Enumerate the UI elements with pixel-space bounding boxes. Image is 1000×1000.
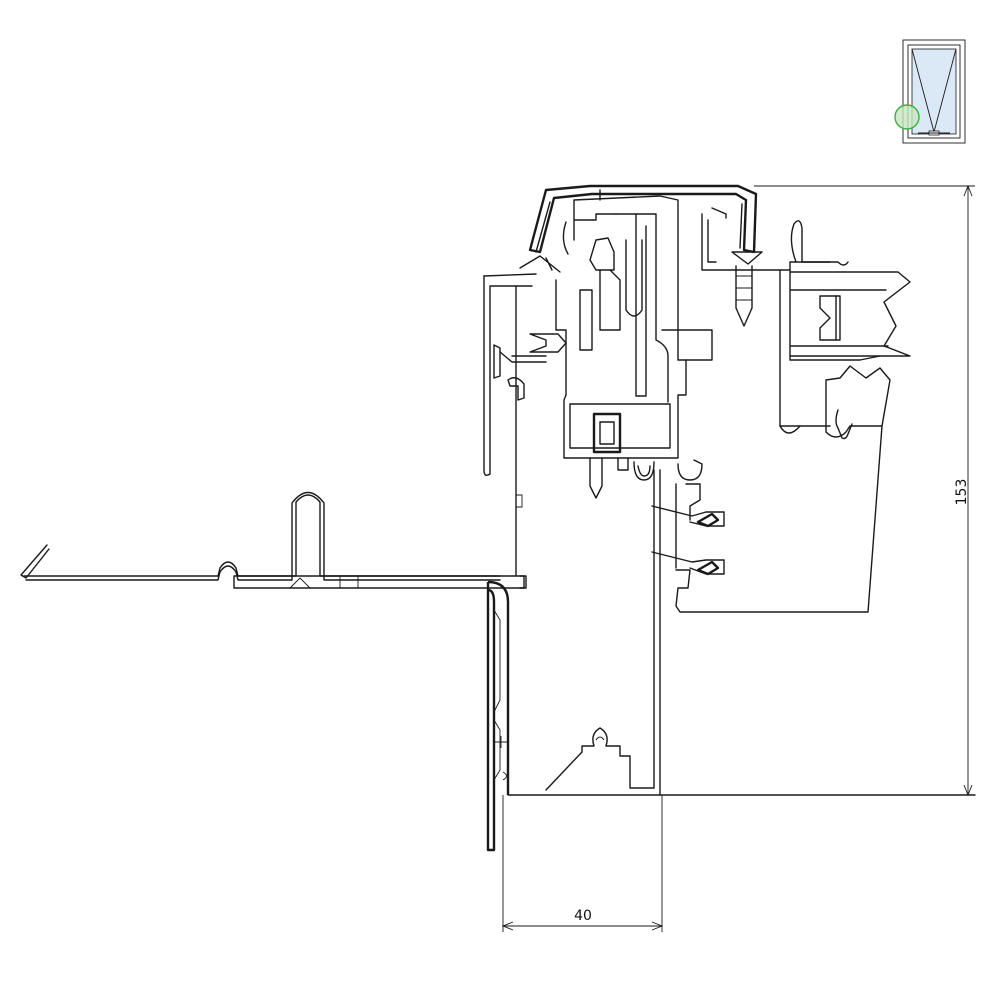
cover-cap [519, 184, 758, 273]
lower-sash [675, 365, 891, 613]
frame-body [555, 195, 713, 459]
frame-clips [589, 457, 703, 499]
sash-gaskets [651, 505, 725, 576]
wall-lines [483, 273, 976, 796]
height-dimension: 153 [754, 184, 975, 797]
flashing-profile [20, 491, 501, 581]
angle-profile [486, 580, 510, 852]
anchor-screw [731, 251, 763, 327]
width-dimension: 40 [501, 795, 664, 932]
width-dimension-label: 40 [574, 908, 592, 924]
insulation-insert [545, 469, 655, 791]
glazing-section [789, 271, 911, 357]
section-marker-icon [894, 104, 920, 130]
height-dimension-label: 153 [954, 479, 970, 506]
wall-screw [493, 333, 567, 401]
sill-plate [233, 575, 527, 589]
sash-profile [701, 213, 881, 434]
